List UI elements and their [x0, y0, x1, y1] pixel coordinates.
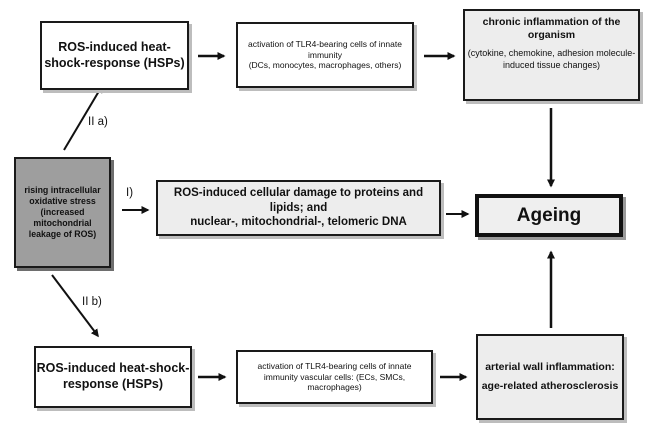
node-arterial-title: arterial wall inflammation: [485, 360, 615, 373]
node-chronic-detail: (cytokine, chemokine, adhesion molecule-… [467, 48, 636, 70]
node-chronic-title: chronic inflammation of the organism [482, 16, 621, 42]
node-arterial-wall: arterial wall inflammation: age-related … [476, 334, 624, 420]
node-ageing-text: Ageing [516, 204, 582, 226]
node-tlr4-top: activation of TLR4-bearing cells of inna… [236, 22, 414, 88]
node-arterial-detail: age-related atherosclerosis [481, 380, 619, 392]
node-hsp-bottom-text: ROS-induced heat-shock-response (HSPs) [36, 361, 190, 391]
node-cellular-damage: ROS-induced cellular damage to proteins … [156, 180, 441, 236]
node-damage-line2: nuclear-, mitochondrial-, telomeric DNA [190, 216, 407, 229]
node-ros-stress: rising intracellular oxidative stress (i… [14, 157, 111, 268]
edge-label-path-2a: II a) [88, 116, 108, 128]
node-tlr4-bottom-text: activation of TLR4-bearing cells of inna… [257, 361, 412, 393]
node-hsp-bottom: ROS-induced heat-shock-response (HSPs) [34, 346, 192, 408]
node-tlr4-top-line2: (DCs, monocytes, macrophages, others) [248, 60, 402, 71]
arrow-ros-to-hsp-top [63, 84, 103, 151]
node-ageing: Ageing [475, 194, 623, 237]
edge-label-path-2b: II b) [82, 296, 102, 308]
node-ros-stress-text: rising intracellular oxidative stress (i… [24, 185, 101, 239]
node-hsp-top: ROS-induced heat-shock-response (HSPs) [40, 21, 189, 90]
node-tlr4-top-line1: activation of TLR4-bearing cells of inna… [248, 39, 402, 60]
node-tlr4-bottom: activation of TLR4-bearing cells of inna… [236, 350, 433, 404]
node-chronic-inflammation: chronic inflammation of the organism (cy… [463, 9, 640, 101]
arrow-ros-to-hsp-bottom [51, 274, 99, 338]
node-hsp-top-text: ROS-induced heat-shock-response (HSPs) [44, 39, 185, 70]
node-damage-line1: ROS-induced cellular damage to proteins … [173, 187, 424, 214]
edge-label-path-1: I) [126, 187, 134, 199]
